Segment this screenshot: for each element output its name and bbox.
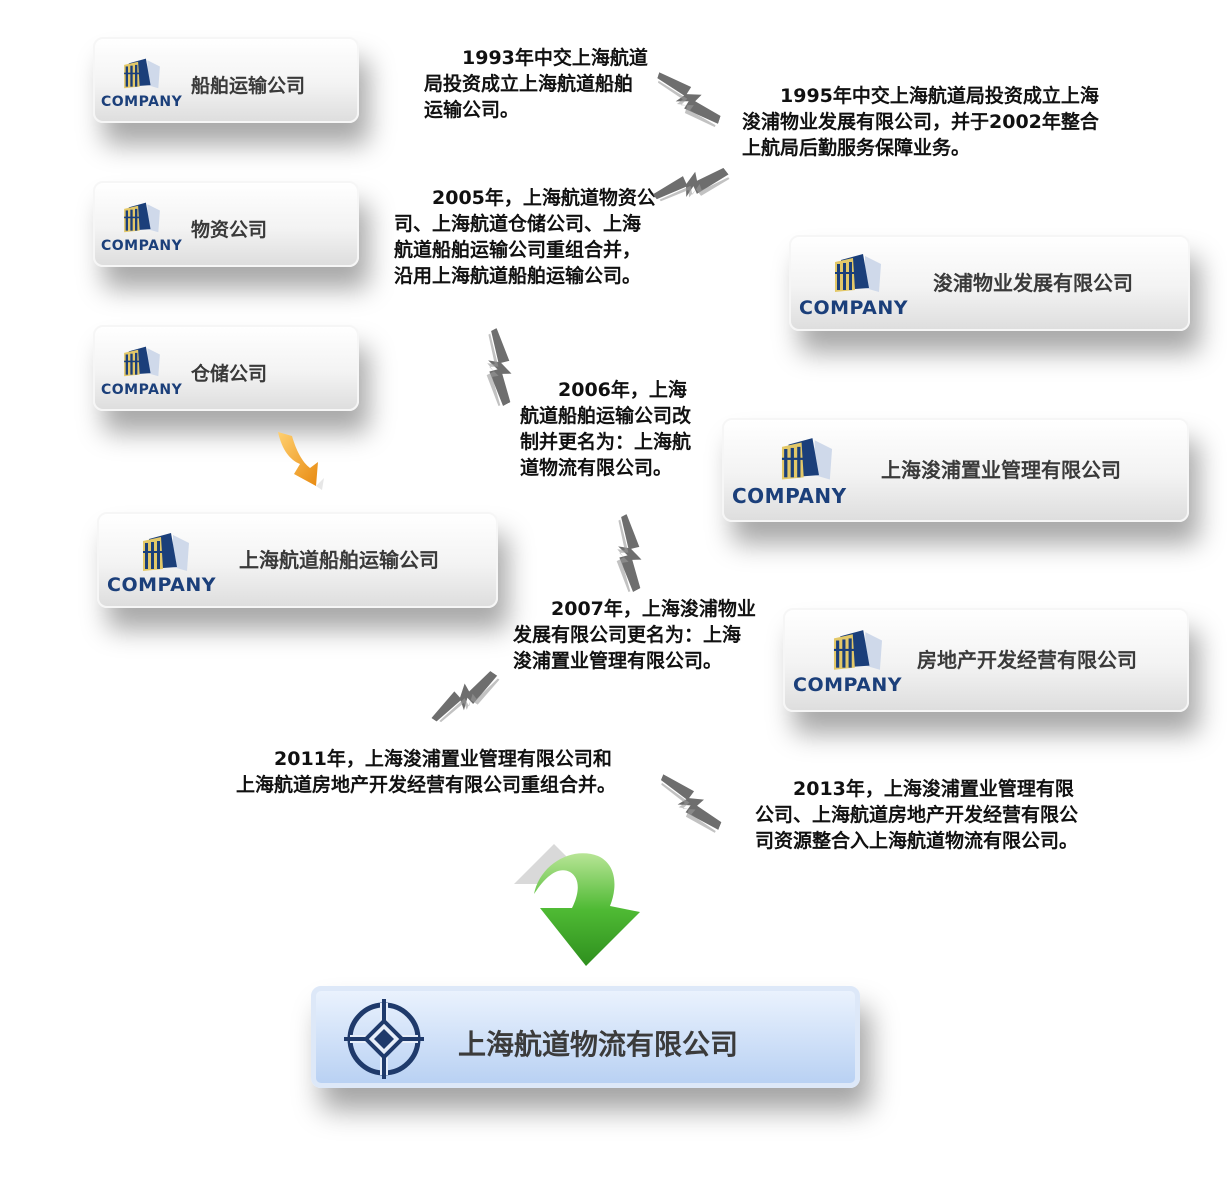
company-card-junpu-real-estate-management: COMPANY 上海浚浦置业管理有限公司 [722, 418, 1189, 522]
curved-down-arrow-icon [514, 844, 640, 966]
timeline-note-1995: 1995年中交上海航道局投资成立上海浚浦物业发展有限公司，并于2002年整合上航… [742, 85, 1099, 159]
curved-down-arrow-icon [278, 432, 324, 490]
zigzag-connector-icon [595, 514, 661, 594]
timeline-note-2006: 2006年，上海航道船舶运输公司改制并更名为：上海航道物流有限公司。 [520, 379, 692, 479]
cccc-emblem-icon [344, 999, 424, 1079]
company-card-real-estate-development: COMPANY 房地产开发经营有限公司 [783, 608, 1189, 712]
timeline-note-2013: 2013年，上海浚浦置业管理有限公司、上海航道房地产开发经营有限公司资源整合入上… [755, 778, 1079, 852]
logo-text: COMPANY [101, 238, 183, 254]
company-name: 房地产开发经营有限公司 [917, 648, 1137, 672]
zigzag-connector-icon [650, 774, 730, 834]
company-name: 物资公司 [191, 219, 268, 241]
timeline-note-2007: 2007年，上海浚浦物业发展有限公司更名为：上海浚浦置业管理有限公司。 [513, 598, 756, 672]
zigzag-connector-icon [431, 658, 501, 738]
zigzag-connector-icon [648, 72, 728, 128]
company-card-warehouse: COMPANY 仓储公司 [93, 325, 359, 411]
company-card-materials: COMPANY 物资公司 [93, 181, 359, 267]
company-name: 船舶运输公司 [191, 75, 306, 97]
logo-text: COMPANY [107, 574, 217, 596]
company-name: 上海浚浦置业管理有限公司 [881, 458, 1121, 482]
logo-text: COMPANY [793, 674, 903, 696]
timeline-note-2005: 2005年，上海航道物资公司、上海航道仓储公司、上海航道船舶运输公司重组合并，沿… [394, 187, 656, 287]
zigzag-connector-icon [653, 150, 732, 223]
timeline-note-1993: 1993年中交上海航道局投资成立上海航道船舶运输公司。 [424, 47, 648, 121]
company-card-ship-transport: COMPANY 船舶运输公司 [93, 37, 359, 123]
logo-text: COMPANY [732, 484, 847, 508]
final-company-name: 上海航道物流有限公司 [458, 1028, 739, 1061]
timeline-note-2011: 2011年，上海浚浦置业管理有限公司和上海航道房地产开发经营有限公司重组合并。 [236, 748, 617, 796]
company-card-junpu-property: COMPANY 浚浦物业发展有限公司 [789, 235, 1190, 331]
company-name: 仓储公司 [191, 363, 268, 385]
company-name: 浚浦物业发展有限公司 [933, 271, 1133, 295]
zigzag-connector-icon [465, 328, 531, 408]
final-company-box: 上海航道物流有限公司 [311, 986, 860, 1088]
building-logo-icon [813, 245, 903, 305]
logo-text: COMPANY [101, 94, 183, 110]
company-card-shanghai-waterway-ship-transport: COMPANY 上海航道船舶运输公司 [97, 512, 498, 608]
logo-text: COMPANY [101, 382, 183, 398]
logo-text: COMPANY [799, 297, 909, 319]
company-name: 上海航道船舶运输公司 [239, 548, 439, 572]
